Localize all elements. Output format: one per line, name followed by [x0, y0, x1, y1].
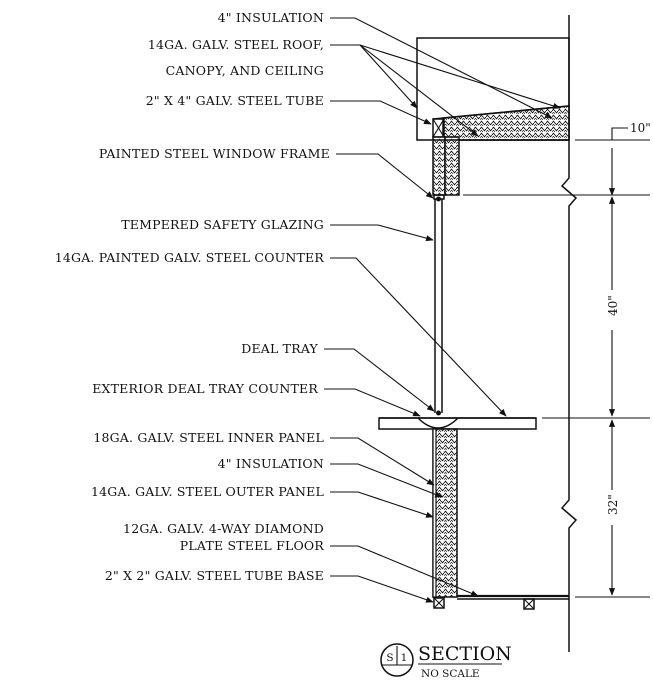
upper-wall	[432, 136, 569, 200]
section-marker-number: 1	[401, 652, 408, 664]
leader-outer-panel	[330, 491, 434, 518]
section-marker-sheet: S	[386, 652, 393, 664]
base-tube-left	[433, 597, 445, 609]
label-base-tube: 2" X 2" GALV. STEEL TUBE BASE	[105, 568, 324, 583]
dim-middle-text: 40"	[606, 295, 620, 316]
label-floor-1: 12GA. GALV. 4-WAY DIAMOND	[123, 521, 324, 536]
label-roof-steel-2: CANOPY, AND CEILING	[166, 63, 324, 78]
dim-bottom-text: 32"	[606, 494, 620, 515]
counter-slab	[378, 417, 537, 430]
break-line	[560, 15, 578, 652]
base-tube-left-x2	[433, 597, 445, 609]
section-subtitle: NO SCALE	[421, 668, 480, 680]
leader-lines	[324, 17, 561, 603]
roof-canopy	[416, 37, 570, 141]
label-exterior-counter: EXTERIOR DEAL TRAY COUNTER	[92, 381, 318, 396]
frame-dot-bottom	[436, 410, 441, 416]
label-glazing: TEMPERED SAFETY GLAZING	[121, 217, 324, 232]
label-deal-tray: DEAL TRAY	[241, 341, 318, 356]
label-inner-panel: 18GA. GALV. STEEL INNER PANEL	[93, 430, 324, 445]
leader-glazing	[330, 224, 434, 242]
label-wall-insulation: 4" INSULATION	[218, 456, 324, 471]
lower-inner-panel	[432, 428, 437, 598]
ten-inch-leader	[611, 127, 628, 140]
leader-deal-tray	[324, 348, 435, 412]
frame-dot-top	[436, 196, 441, 202]
section-marker-circle	[380, 643, 414, 677]
leader-floor	[330, 545, 479, 597]
lower-wall	[432, 428, 569, 610]
leader-roof-b	[359, 44, 418, 109]
deal-tray-curve	[417, 417, 459, 429]
leader-roof-insulation	[330, 17, 553, 119]
label-floor-2: PLATE STEEL FLOOR	[180, 538, 325, 553]
leader-steel-counter	[330, 257, 507, 417]
dimension-lines: 10" 40" 32"	[463, 121, 651, 598]
upper-insulation-vertical	[432, 136, 446, 196]
label-roof-steel-1: 14GA. GALV. STEEL ROOF,	[148, 37, 324, 52]
dim-top-text: 10"	[630, 121, 651, 135]
upper-insulation-horizontal	[444, 136, 460, 196]
leader-inner-panel	[330, 437, 435, 486]
label-roof-tube: 2" X 4" GALV. STEEL TUBE	[146, 93, 324, 108]
base-tube-right-x2	[523, 598, 535, 610]
leader-base-tube	[330, 575, 434, 603]
section-title: SECTION	[418, 643, 512, 665]
label-steel-counter: 14GA. PAINTED GALV. STEEL COUNTER	[55, 250, 325, 265]
roof-slope-line	[432, 105, 570, 120]
leader-roof-d	[359, 44, 561, 109]
leader-window-frame	[336, 153, 434, 199]
glazing	[434, 196, 443, 416]
leader-roof-tube	[330, 100, 432, 125]
counter	[378, 417, 537, 430]
roof-tube-x2	[432, 118, 445, 138]
leader-roof-c	[359, 44, 479, 137]
leader-wall-insulation	[330, 463, 443, 498]
label-roof-insulation: 4" INSULATION	[218, 10, 324, 25]
callout-labels: 4" INSULATION 14GA. GALV. STEEL ROOF, CA…	[55, 10, 330, 583]
leader-exterior-counter	[324, 388, 421, 417]
label-window-frame: PAINTED STEEL WINDOW FRAME	[99, 146, 330, 161]
lower-insulation	[432, 428, 458, 598]
label-outer-panel: 14GA. GALV. STEEL OUTER PANEL	[91, 484, 324, 499]
title-block: S 1 SECTION NO SCALE	[380, 643, 512, 680]
base-tube-right	[523, 598, 535, 610]
